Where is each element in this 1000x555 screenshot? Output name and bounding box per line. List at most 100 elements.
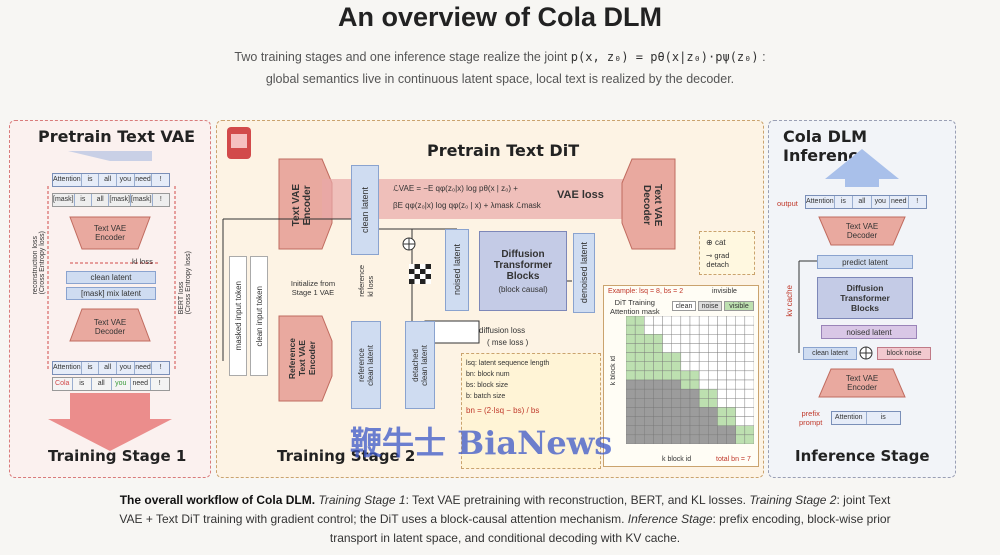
mask-cell — [662, 370, 672, 381]
mask-cell — [644, 361, 654, 372]
token: all — [99, 362, 117, 374]
mask-cell — [744, 334, 754, 344]
mask-cell — [653, 316, 663, 326]
mask-cell — [626, 379, 636, 390]
mask-cell — [708, 398, 718, 408]
stage2-ref-latent-text: reference clean latent — [357, 344, 375, 386]
stage3-predict-latent: predict latent — [817, 255, 913, 269]
stage2-encoder: Text VAE Encoder — [279, 165, 325, 245]
token: is — [82, 174, 100, 186]
mask-cell — [680, 425, 691, 436]
mask-cell — [644, 388, 654, 399]
mask-cell — [634, 379, 645, 390]
mask-cell — [662, 334, 672, 344]
mask-cell — [634, 370, 645, 381]
mask-cell — [626, 352, 636, 362]
mask-cell — [653, 334, 663, 344]
mask-cell — [671, 361, 682, 372]
stage2-masked-input-text: masked input token — [233, 281, 243, 351]
mask-cell — [708, 334, 718, 344]
mask-cell — [698, 416, 709, 426]
mask-cell — [634, 334, 645, 344]
mask-cell — [726, 316, 736, 326]
token: you — [872, 196, 891, 208]
mask-cell — [671, 425, 682, 436]
token: all — [99, 174, 117, 186]
stage3-encoder: Text VAE Encoder — [845, 374, 879, 392]
stage2-detached-latent: detached clean latent — [405, 321, 435, 409]
subtitle-prefix: Two training stages and one inference st… — [234, 50, 568, 64]
token: is — [75, 194, 92, 206]
mask-cell — [634, 316, 645, 326]
mask-cell — [653, 388, 663, 399]
stage3-shapes — [798, 149, 906, 398]
stage3-decoder: Text VAE Decoder — [845, 222, 879, 240]
mask-cell — [726, 343, 736, 353]
mask-cell — [644, 425, 654, 436]
mask-cell — [726, 407, 736, 417]
mask-cell — [698, 361, 709, 372]
stage3-output-label: output — [777, 199, 798, 208]
mask-cell — [735, 370, 746, 381]
mask-cell — [717, 361, 727, 372]
mask-cell — [735, 388, 746, 399]
mask-cell — [735, 407, 746, 417]
token: you — [112, 378, 131, 390]
stage1-top-tokens: Attention is all you need ! — [52, 173, 170, 187]
stage1-encoder: Text VAE Encoder — [93, 224, 127, 242]
mask-cell — [653, 425, 663, 436]
token: need — [890, 196, 909, 208]
mask-cell — [698, 316, 709, 326]
mask-cell — [708, 352, 718, 362]
mask-cell — [744, 316, 754, 326]
stage1-decoder: Text VAE Decoder — [93, 318, 127, 336]
mask-cell — [708, 425, 718, 436]
mask-cell — [726, 434, 736, 444]
stage2-diffusion-loss: diffusion loss — [479, 326, 526, 335]
mask-cell — [735, 324, 746, 335]
mask-cell — [717, 316, 727, 326]
mask-cell — [626, 388, 636, 399]
mask-cell — [708, 407, 718, 417]
stage2-dit-block: Diffusion Transformer Blocks (block caus… — [479, 231, 567, 311]
stage2-title: Pretrain Text DiT — [427, 141, 580, 160]
mask-cell — [726, 425, 736, 436]
mask-cell — [689, 334, 700, 344]
mask-cell — [744, 343, 754, 353]
mask-cell — [662, 343, 672, 353]
def-item: lsq: latent sequence length — [466, 360, 550, 367]
mask-cell — [634, 416, 645, 426]
mask-cell — [653, 361, 663, 372]
chip-clean: clean — [672, 301, 696, 311]
mask-cell — [634, 407, 645, 417]
mask-cell — [717, 425, 727, 436]
token: ! — [916, 198, 919, 205]
mask-cell — [717, 379, 727, 390]
stage2-ref-encoder-text: Reference Text VAE Encoder — [287, 338, 317, 380]
stage2-panel: Pretrain Text DiT Text VAE Encoder Text … — [216, 120, 764, 478]
mask-cell — [735, 334, 746, 344]
legend-grad-text: grad detach — [706, 250, 730, 269]
mask-cell — [644, 316, 654, 326]
stage1-clean-latent: clean latent — [66, 271, 156, 284]
mask-cell — [744, 379, 754, 390]
stage3-dit: Diffusion Transformer Blocks — [817, 277, 913, 319]
stage2-clean-latent-text: clean latent — [360, 186, 370, 234]
token: [mask] — [53, 194, 75, 206]
token: need — [131, 378, 151, 390]
mask-cell — [689, 324, 700, 335]
stage2-denoised-latent-text: denoised latent — [579, 242, 589, 304]
mask-cell — [744, 398, 754, 408]
token: ! — [159, 176, 162, 183]
page-title: An overview of Cola DLM — [337, 2, 663, 32]
mask-cell — [680, 434, 691, 444]
figure-caption: The overall workflow of Cola DLM. Traini… — [110, 491, 900, 548]
mask-cell — [698, 398, 709, 408]
page-subtitle: Two training stages and one inference st… — [150, 46, 850, 90]
mask-cell — [626, 425, 636, 436]
mask-cell — [717, 407, 727, 417]
mask-cell — [671, 343, 682, 353]
mask-cell — [717, 352, 727, 362]
mask-cell — [644, 343, 654, 353]
token: Cola — [53, 378, 73, 390]
